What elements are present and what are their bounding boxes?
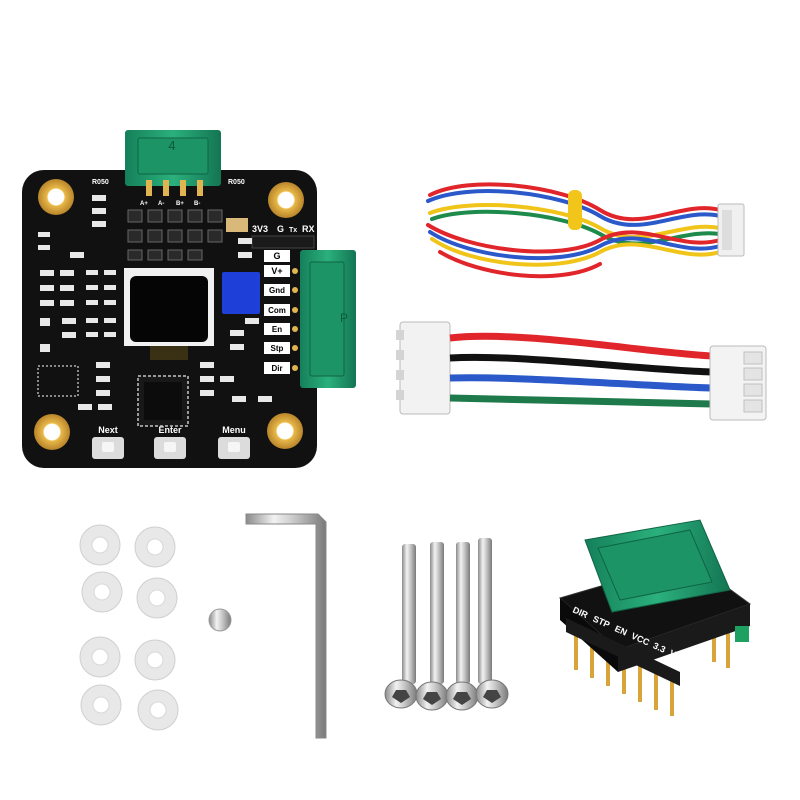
connector-number: 4 bbox=[168, 138, 175, 153]
capacitor bbox=[226, 218, 248, 232]
button-label-menu: Menu bbox=[222, 425, 246, 435]
top-motor-connector: 4 bbox=[125, 130, 221, 196]
pin-label: A- bbox=[158, 201, 164, 207]
screw bbox=[475, 538, 509, 709]
pin-label: B- bbox=[194, 201, 200, 207]
mosfet-array bbox=[127, 209, 223, 261]
uart-header: 3V3 G Tx RX bbox=[251, 224, 315, 249]
screw bbox=[415, 542, 449, 711]
header-label: RX bbox=[302, 224, 315, 234]
side-pin-label: Gnd bbox=[269, 286, 285, 295]
side-pin-label: Com bbox=[268, 306, 286, 315]
button-label-enter: Enter bbox=[158, 425, 182, 435]
side-pin-label: En bbox=[272, 325, 282, 334]
screw bbox=[445, 542, 479, 711]
header-label: G bbox=[277, 224, 284, 234]
screw bbox=[384, 544, 418, 709]
side-pin-label: V+ bbox=[271, 266, 282, 276]
cable-tie bbox=[568, 190, 582, 230]
potentiometer bbox=[222, 272, 260, 314]
resistor-label: R050 bbox=[92, 179, 109, 186]
header-label: Tx bbox=[289, 227, 297, 234]
side-pin-label: Stp bbox=[271, 344, 284, 353]
coiled-cable bbox=[426, 182, 722, 279]
adapter-board: DIR STP EN VCC 3.3 VIN bbox=[558, 519, 752, 716]
side-pin-label: Dir bbox=[271, 364, 282, 373]
pin-label: A+ bbox=[140, 201, 148, 207]
header-label: 3V3 bbox=[252, 224, 268, 234]
adapter-pin-label: 3.3 bbox=[652, 640, 668, 654]
resistor-label: R050 bbox=[228, 179, 245, 186]
connector-letter: P bbox=[340, 311, 348, 325]
adapter-pin-label: VIN bbox=[668, 648, 686, 663]
adapter-pin-label: EN bbox=[613, 623, 629, 637]
control-connector: P bbox=[300, 250, 356, 388]
button-label-next: Next bbox=[98, 425, 118, 435]
side-pin-labels: G V+ Gnd Com En Stp Dir bbox=[264, 250, 298, 374]
driver-chip bbox=[37, 365, 79, 397]
board-buttons: Next Enter Menu bbox=[92, 425, 250, 459]
straight-cable bbox=[396, 321, 767, 421]
washers bbox=[79, 524, 179, 731]
smd-components bbox=[38, 195, 272, 410]
cable-plug-left bbox=[399, 321, 451, 415]
side-pin-label: G bbox=[273, 251, 280, 261]
magnet bbox=[208, 608, 232, 632]
hex-key bbox=[245, 513, 327, 739]
mcu-chip bbox=[137, 375, 189, 427]
driver-board: 4 A+ A- B+ B- R050 R050 bbox=[22, 130, 356, 468]
cable-plug bbox=[717, 203, 745, 257]
mounting-holes bbox=[34, 179, 304, 450]
screws bbox=[384, 538, 509, 711]
oled-display bbox=[124, 268, 214, 360]
pin-label: B+ bbox=[176, 201, 184, 207]
top-pin-labels: A+ A- B+ B- bbox=[140, 201, 200, 207]
